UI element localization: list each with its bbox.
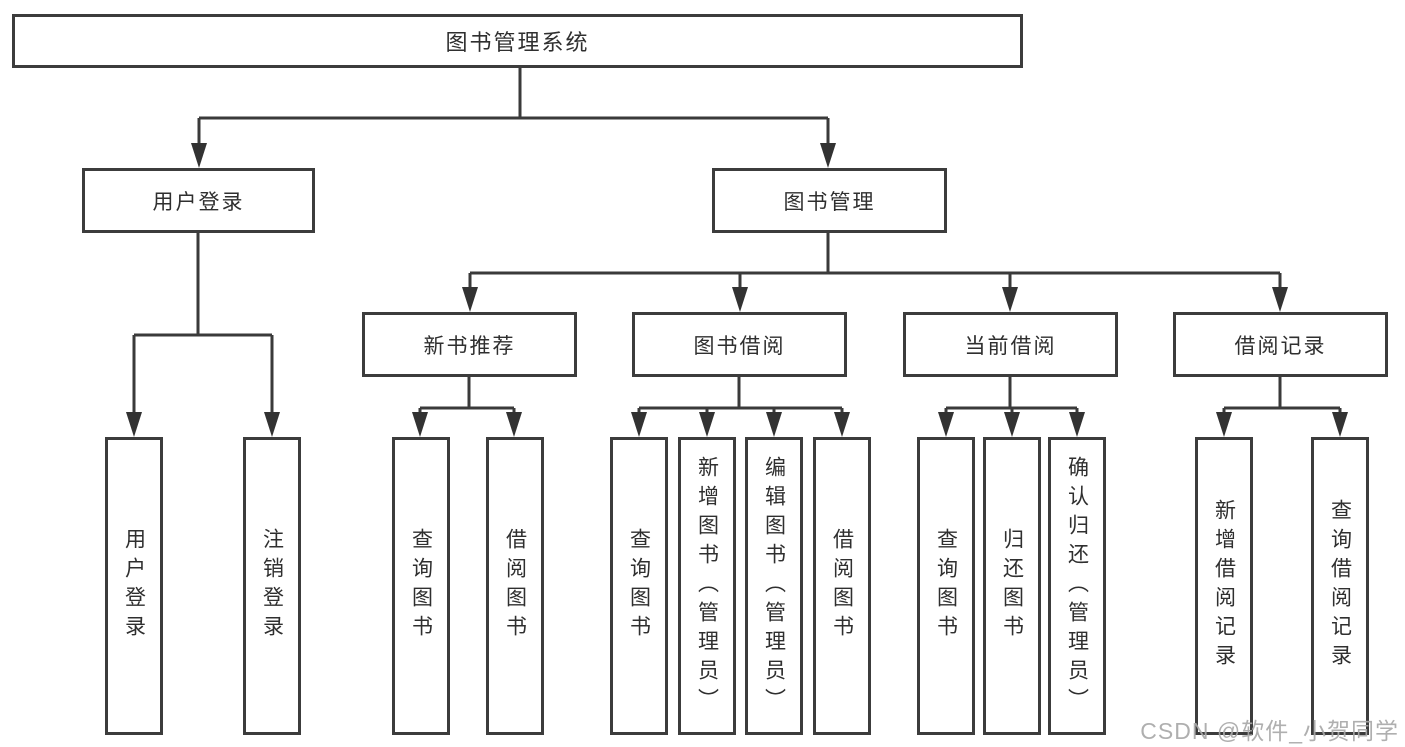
leaf-add-book-admin: 新增图书（管理员） xyxy=(678,437,736,735)
leaf-recommend-borrow-book: 借阅图书 xyxy=(486,437,544,735)
leaf-add-borrow-record: 新增借阅记录 xyxy=(1195,437,1253,735)
node-current-borrow: 当前借阅 xyxy=(903,312,1118,377)
leaf-label: 确认归还（管理员） xyxy=(1065,455,1089,717)
leaf-label: 查询借阅记录 xyxy=(1328,499,1352,673)
leaf-return-book: 归还图书 xyxy=(983,437,1041,735)
leaf-label: 查询图书 xyxy=(409,528,433,644)
arrowhead-manage xyxy=(820,143,836,168)
node-new-book-recommend: 新书推荐 xyxy=(362,312,577,377)
leaf-label: 查询图书 xyxy=(934,528,958,644)
leaf-recommend-query-book: 查询图书 xyxy=(392,437,450,735)
node-book-borrow: 图书借阅 xyxy=(632,312,847,377)
node-label: 图书管理 xyxy=(783,190,876,214)
leaf-label: 编辑图书（管理员） xyxy=(762,455,786,717)
leaf-confirm-return-admin: 确认归还（管理员） xyxy=(1048,437,1106,735)
leaf-label: 注销登录 xyxy=(260,528,284,644)
leaf-label: 新增图书（管理员） xyxy=(695,455,719,717)
leaf-label: 借阅图书 xyxy=(503,528,527,644)
node-borrow-record: 借阅记录 xyxy=(1173,312,1388,377)
leaf-query-borrow-record: 查询借阅记录 xyxy=(1311,437,1369,735)
node-label: 当前借阅 xyxy=(964,334,1057,358)
leaf-logout: 注销登录 xyxy=(243,437,301,735)
node-user-login: 用户登录 xyxy=(82,168,315,233)
leaf-label: 归还图书 xyxy=(1000,528,1024,644)
node-book-manage: 图书管理 xyxy=(712,168,947,233)
leaf-user-login: 用户登录 xyxy=(105,437,163,735)
leaf-label: 借阅图书 xyxy=(830,528,854,644)
arrowhead-login xyxy=(191,143,207,168)
node-label: 新书推荐 xyxy=(423,334,516,358)
node-label: 图书借阅 xyxy=(693,334,786,358)
leaf-label: 用户登录 xyxy=(122,528,146,644)
node-label: 用户登录 xyxy=(152,190,245,214)
leaf-label: 查询图书 xyxy=(627,528,651,644)
leaf-borrow-book: 借阅图书 xyxy=(813,437,871,735)
leaf-current-query-book: 查询图书 xyxy=(917,437,975,735)
leaf-label: 新增借阅记录 xyxy=(1212,499,1236,673)
node-label: 借阅记录 xyxy=(1234,334,1327,358)
node-system-root: 图书管理系统 xyxy=(12,14,1023,68)
leaf-borrow-query-book: 查询图书 xyxy=(610,437,668,735)
node-label: 图书管理系统 xyxy=(445,30,590,55)
leaf-edit-book-admin: 编辑图书（管理员） xyxy=(745,437,803,735)
